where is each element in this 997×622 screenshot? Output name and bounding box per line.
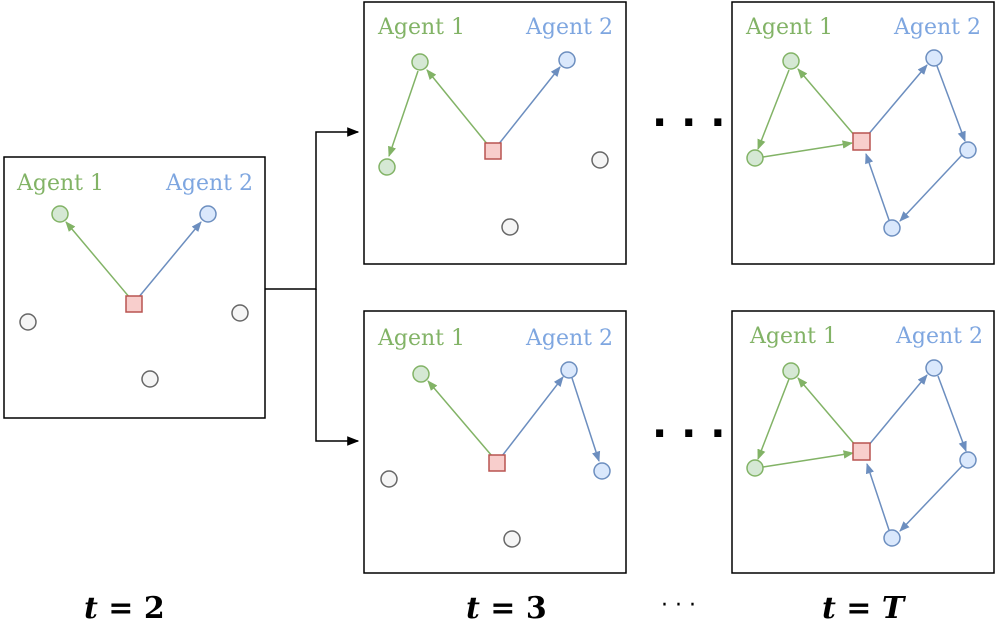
agent2-edge bbox=[899, 154, 963, 222]
agent2-edge bbox=[137, 221, 202, 299]
agent2-edge bbox=[497, 66, 561, 146]
agent1-edge bbox=[757, 378, 790, 460]
agent2-node bbox=[883, 529, 901, 547]
ellipsis-top: · · · bbox=[652, 100, 725, 146]
agent1-node bbox=[412, 365, 430, 383]
agent2-node bbox=[593, 462, 611, 480]
agent2-edge bbox=[571, 377, 601, 462]
agent1-label: Agent 1 bbox=[749, 324, 837, 349]
agent2-label: Agent 2 bbox=[525, 15, 613, 40]
agent2-node bbox=[560, 361, 578, 379]
panel-t3-bottom-frame bbox=[363, 310, 627, 574]
time-label-ellipsis: · · · bbox=[661, 593, 696, 618]
panel-tT-bottom-frame bbox=[731, 310, 995, 574]
agent2-edge bbox=[866, 463, 890, 531]
time-label-tT: t = T bbox=[822, 591, 907, 622]
center-node bbox=[125, 295, 143, 313]
neutral-node bbox=[503, 530, 521, 548]
agent1-node bbox=[746, 459, 764, 477]
branch-connector bbox=[265, 127, 360, 446]
agent2-edge bbox=[866, 64, 928, 137]
agent2-node bbox=[959, 451, 977, 469]
agent2-edge bbox=[937, 375, 967, 452]
agent2-label: Agent 2 bbox=[165, 171, 253, 196]
neutral-node bbox=[501, 218, 519, 236]
agent2-node bbox=[199, 205, 217, 223]
agent1-label: Agent 1 bbox=[377, 15, 465, 40]
center-node bbox=[852, 442, 871, 461]
agent1-edge bbox=[427, 380, 493, 457]
panel-t2: Agent 1 Agent 2 bbox=[3, 156, 266, 419]
agent1-node bbox=[746, 149, 764, 167]
agent1-edge bbox=[426, 69, 489, 146]
agent2-node bbox=[883, 219, 901, 237]
agent2-edge bbox=[501, 376, 564, 457]
center-node bbox=[488, 454, 506, 472]
agent2-label: Agent 2 bbox=[895, 324, 983, 349]
agent1-label: Agent 1 bbox=[745, 15, 833, 40]
agent1-node bbox=[378, 158, 396, 176]
neutral-node bbox=[231, 304, 249, 322]
agent1-node bbox=[411, 53, 429, 71]
panel-tT-bottom: Agent 1 Agent 2 bbox=[731, 310, 995, 574]
agent1-edge bbox=[65, 221, 131, 299]
neutral-node bbox=[380, 470, 398, 488]
agent2-edge bbox=[865, 153, 890, 221]
agent2-edge bbox=[867, 374, 928, 447]
agent1-edge bbox=[797, 68, 856, 137]
agent1-node bbox=[782, 362, 800, 380]
ellipsis-bottom: · · · bbox=[652, 411, 725, 457]
agent2-label: Agent 2 bbox=[525, 326, 613, 351]
panel-t3-top: Agent 1 Agent 2 bbox=[363, 1, 627, 265]
panel-tT-top: Agent 1 Agent 2 bbox=[731, 1, 995, 265]
agent1-edge bbox=[797, 377, 857, 447]
agent2-edge bbox=[936, 65, 966, 142]
panel-t2-frame bbox=[3, 156, 266, 419]
agent1-node bbox=[782, 52, 800, 70]
neutral-node bbox=[591, 151, 609, 169]
agent2-node bbox=[925, 49, 943, 67]
agent2-node bbox=[959, 141, 977, 159]
center-node bbox=[484, 142, 502, 160]
agent1-label: Agent 1 bbox=[377, 326, 465, 351]
agent1-edge bbox=[388, 70, 419, 157]
time-label-t2: t = 2 bbox=[84, 591, 165, 622]
agent2-node bbox=[558, 51, 576, 69]
neutral-node bbox=[141, 370, 159, 388]
agent1-label: Agent 1 bbox=[16, 171, 104, 196]
neutral-node bbox=[19, 313, 37, 331]
agent1-edge bbox=[762, 140, 854, 158]
panel-t3-top-frame bbox=[363, 1, 627, 265]
center-node bbox=[852, 132, 871, 151]
panel-t3-bottom: Agent 1 Agent 2 bbox=[363, 310, 627, 574]
agent2-edge bbox=[899, 464, 964, 532]
agent1-edge bbox=[757, 69, 790, 150]
agent2-node bbox=[925, 359, 943, 377]
agent2-label: Agent 2 bbox=[893, 15, 981, 40]
agent1-node bbox=[51, 205, 69, 223]
agent1-edge bbox=[762, 450, 855, 468]
time-label-t3: t = 3 bbox=[466, 591, 547, 622]
